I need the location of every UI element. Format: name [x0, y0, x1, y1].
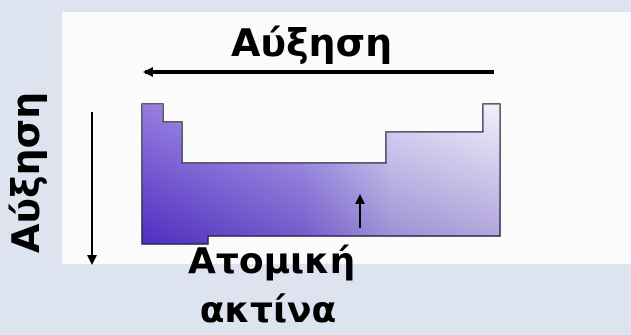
caption-line-2: ακτίνα — [199, 289, 337, 331]
atomic-radius-caption: Ατομική ακτίνα — [188, 238, 356, 335]
caption-line-1: Ατομική — [188, 241, 356, 282]
horizontal-trend-label: Αύξηση — [231, 21, 393, 65]
periodic-table-shape — [141, 103, 501, 245]
vertical-trend-label: Αύξηση — [4, 91, 48, 253]
